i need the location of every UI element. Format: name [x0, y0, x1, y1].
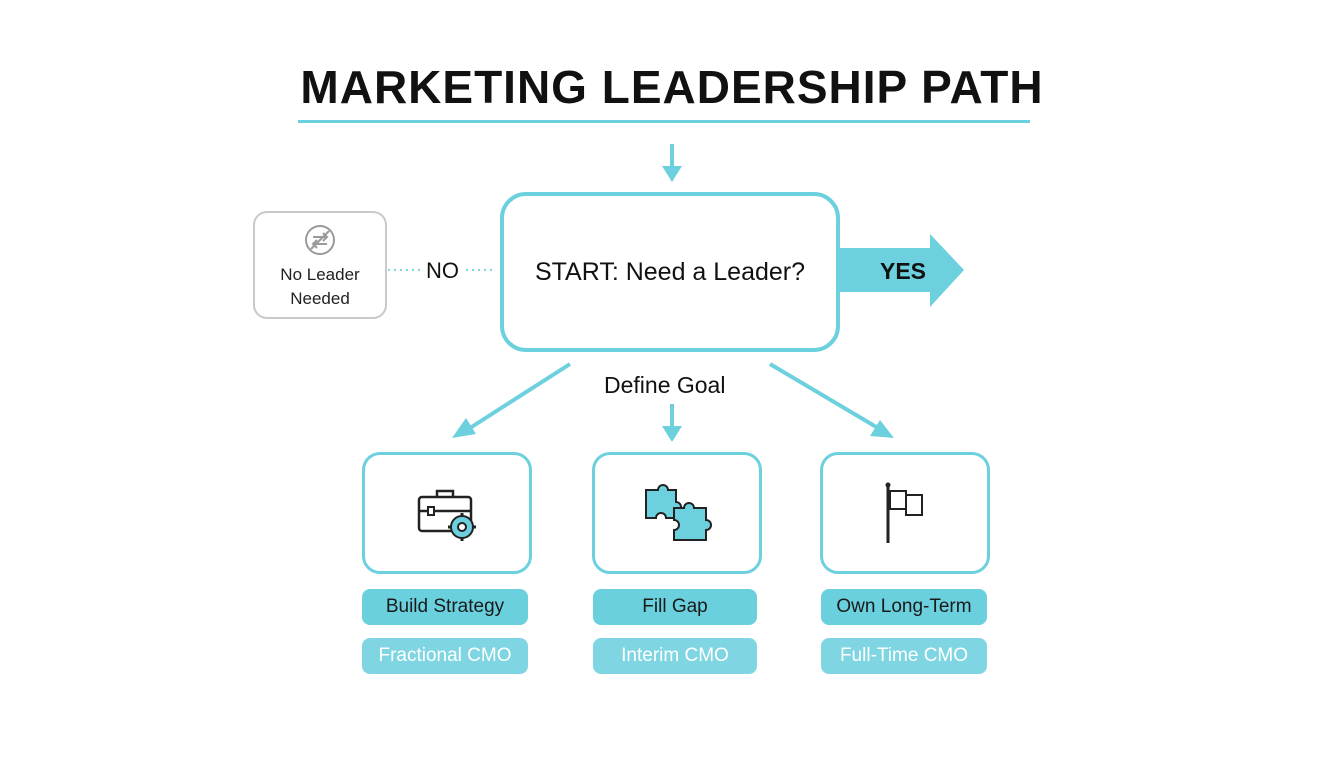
arrow-to-strategy	[452, 362, 572, 438]
no-leader-label-line1: No Leader	[280, 265, 360, 284]
no-leader-label-line2: Needed	[290, 289, 350, 308]
yes-edge-label: YES	[880, 258, 927, 284]
no-edge-label: NO	[426, 258, 459, 283]
arrow-to-gap	[662, 404, 682, 442]
no-leader-label: No Leader Needed	[255, 263, 385, 311]
page-title: MARKETING LEADERSHIP PATH	[300, 61, 1044, 113]
yes-arrow	[834, 234, 964, 307]
entry-arrow	[662, 144, 682, 182]
start-node: START: Need a Leader?	[500, 192, 840, 352]
start-label: START: Need a Leader?	[534, 257, 806, 286]
role-pill-fulltime: Full-Time CMO	[821, 638, 987, 674]
puzzle-pieces-icon	[645, 484, 712, 541]
flag-icon	[885, 482, 923, 543]
arrow-to-longterm	[768, 362, 894, 438]
title-underline	[298, 120, 1030, 123]
define-goal-label: Define Goal	[604, 372, 726, 398]
no-leader-icon	[305, 225, 335, 255]
no-leader-box: No Leader Needed	[253, 211, 387, 319]
strategy-card	[362, 452, 532, 574]
goal-pill-strategy: Build Strategy	[362, 589, 528, 625]
role-pill-interim: Interim CMO	[593, 638, 757, 674]
role-pill-fractional: Fractional CMO	[362, 638, 528, 674]
briefcase-gear-icon	[417, 489, 476, 541]
longterm-card	[820, 452, 990, 574]
goal-pill-longterm: Own Long-Term	[821, 589, 987, 625]
gap-card	[592, 452, 762, 574]
goal-pill-gap: Fill Gap	[593, 589, 757, 625]
